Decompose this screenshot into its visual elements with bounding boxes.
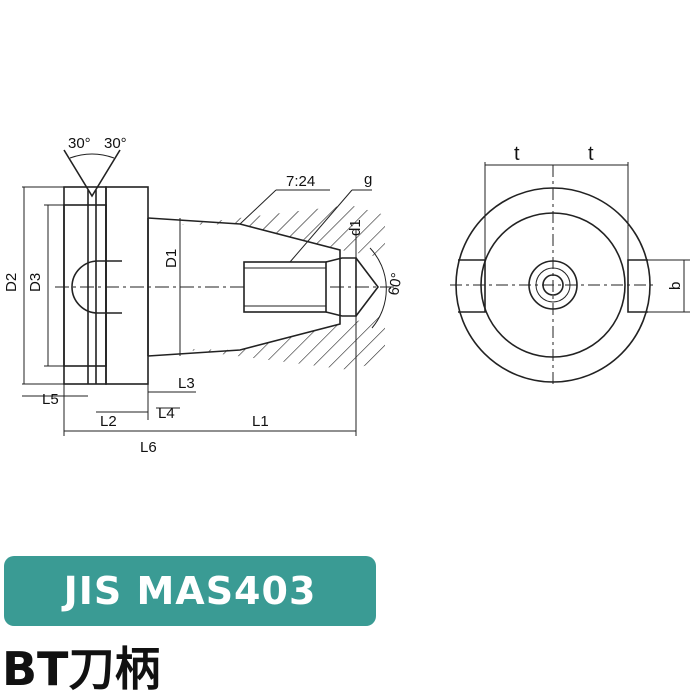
side-dimensions	[22, 153, 387, 436]
t-right-label: t	[588, 143, 594, 165]
L2-label: L2	[100, 413, 117, 430]
flange-right	[105, 186, 149, 385]
technical-drawing: 30° 30° 7:24 g d1 60° D2 D3 D1 L1 L2 L3 …	[3, 135, 690, 456]
spindle-section-top	[180, 205, 385, 258]
threaded-bore	[243, 261, 327, 313]
d1-label: d1	[347, 219, 364, 236]
standard-badge: JIS MAS403	[4, 556, 376, 626]
v-groove	[63, 149, 121, 198]
t-left-label: t	[514, 143, 520, 165]
b-label: b	[667, 282, 684, 290]
taper-ratio-label: 7:24	[286, 173, 315, 190]
center-angle-label: 60°	[385, 271, 406, 296]
product-title: BT刀柄	[2, 642, 161, 696]
L4-label: L4	[158, 405, 175, 422]
angle-left-label: 30°	[68, 135, 91, 152]
drive-slot-right	[627, 259, 648, 313]
center-cone	[355, 257, 380, 317]
flange-left	[63, 186, 107, 385]
pull-stud	[71, 260, 122, 314]
L5-label: L5	[42, 391, 59, 408]
side-view	[55, 149, 395, 385]
D1-label: D1	[163, 249, 180, 268]
D3-label: D3	[27, 273, 44, 292]
standard-badge-text: JIS MAS403	[63, 569, 317, 613]
angle-right-label: 30°	[104, 135, 127, 152]
L1-label: L1	[252, 413, 269, 430]
end-view	[450, 165, 656, 385]
end-dimensions	[484, 162, 690, 313]
D2-label: D2	[3, 273, 20, 292]
L6-label: L6	[140, 439, 157, 456]
L3-label: L3	[178, 375, 195, 392]
thread-label: g	[364, 171, 372, 188]
spindle-section-bottom	[180, 316, 385, 370]
drive-slot-left	[458, 259, 486, 313]
